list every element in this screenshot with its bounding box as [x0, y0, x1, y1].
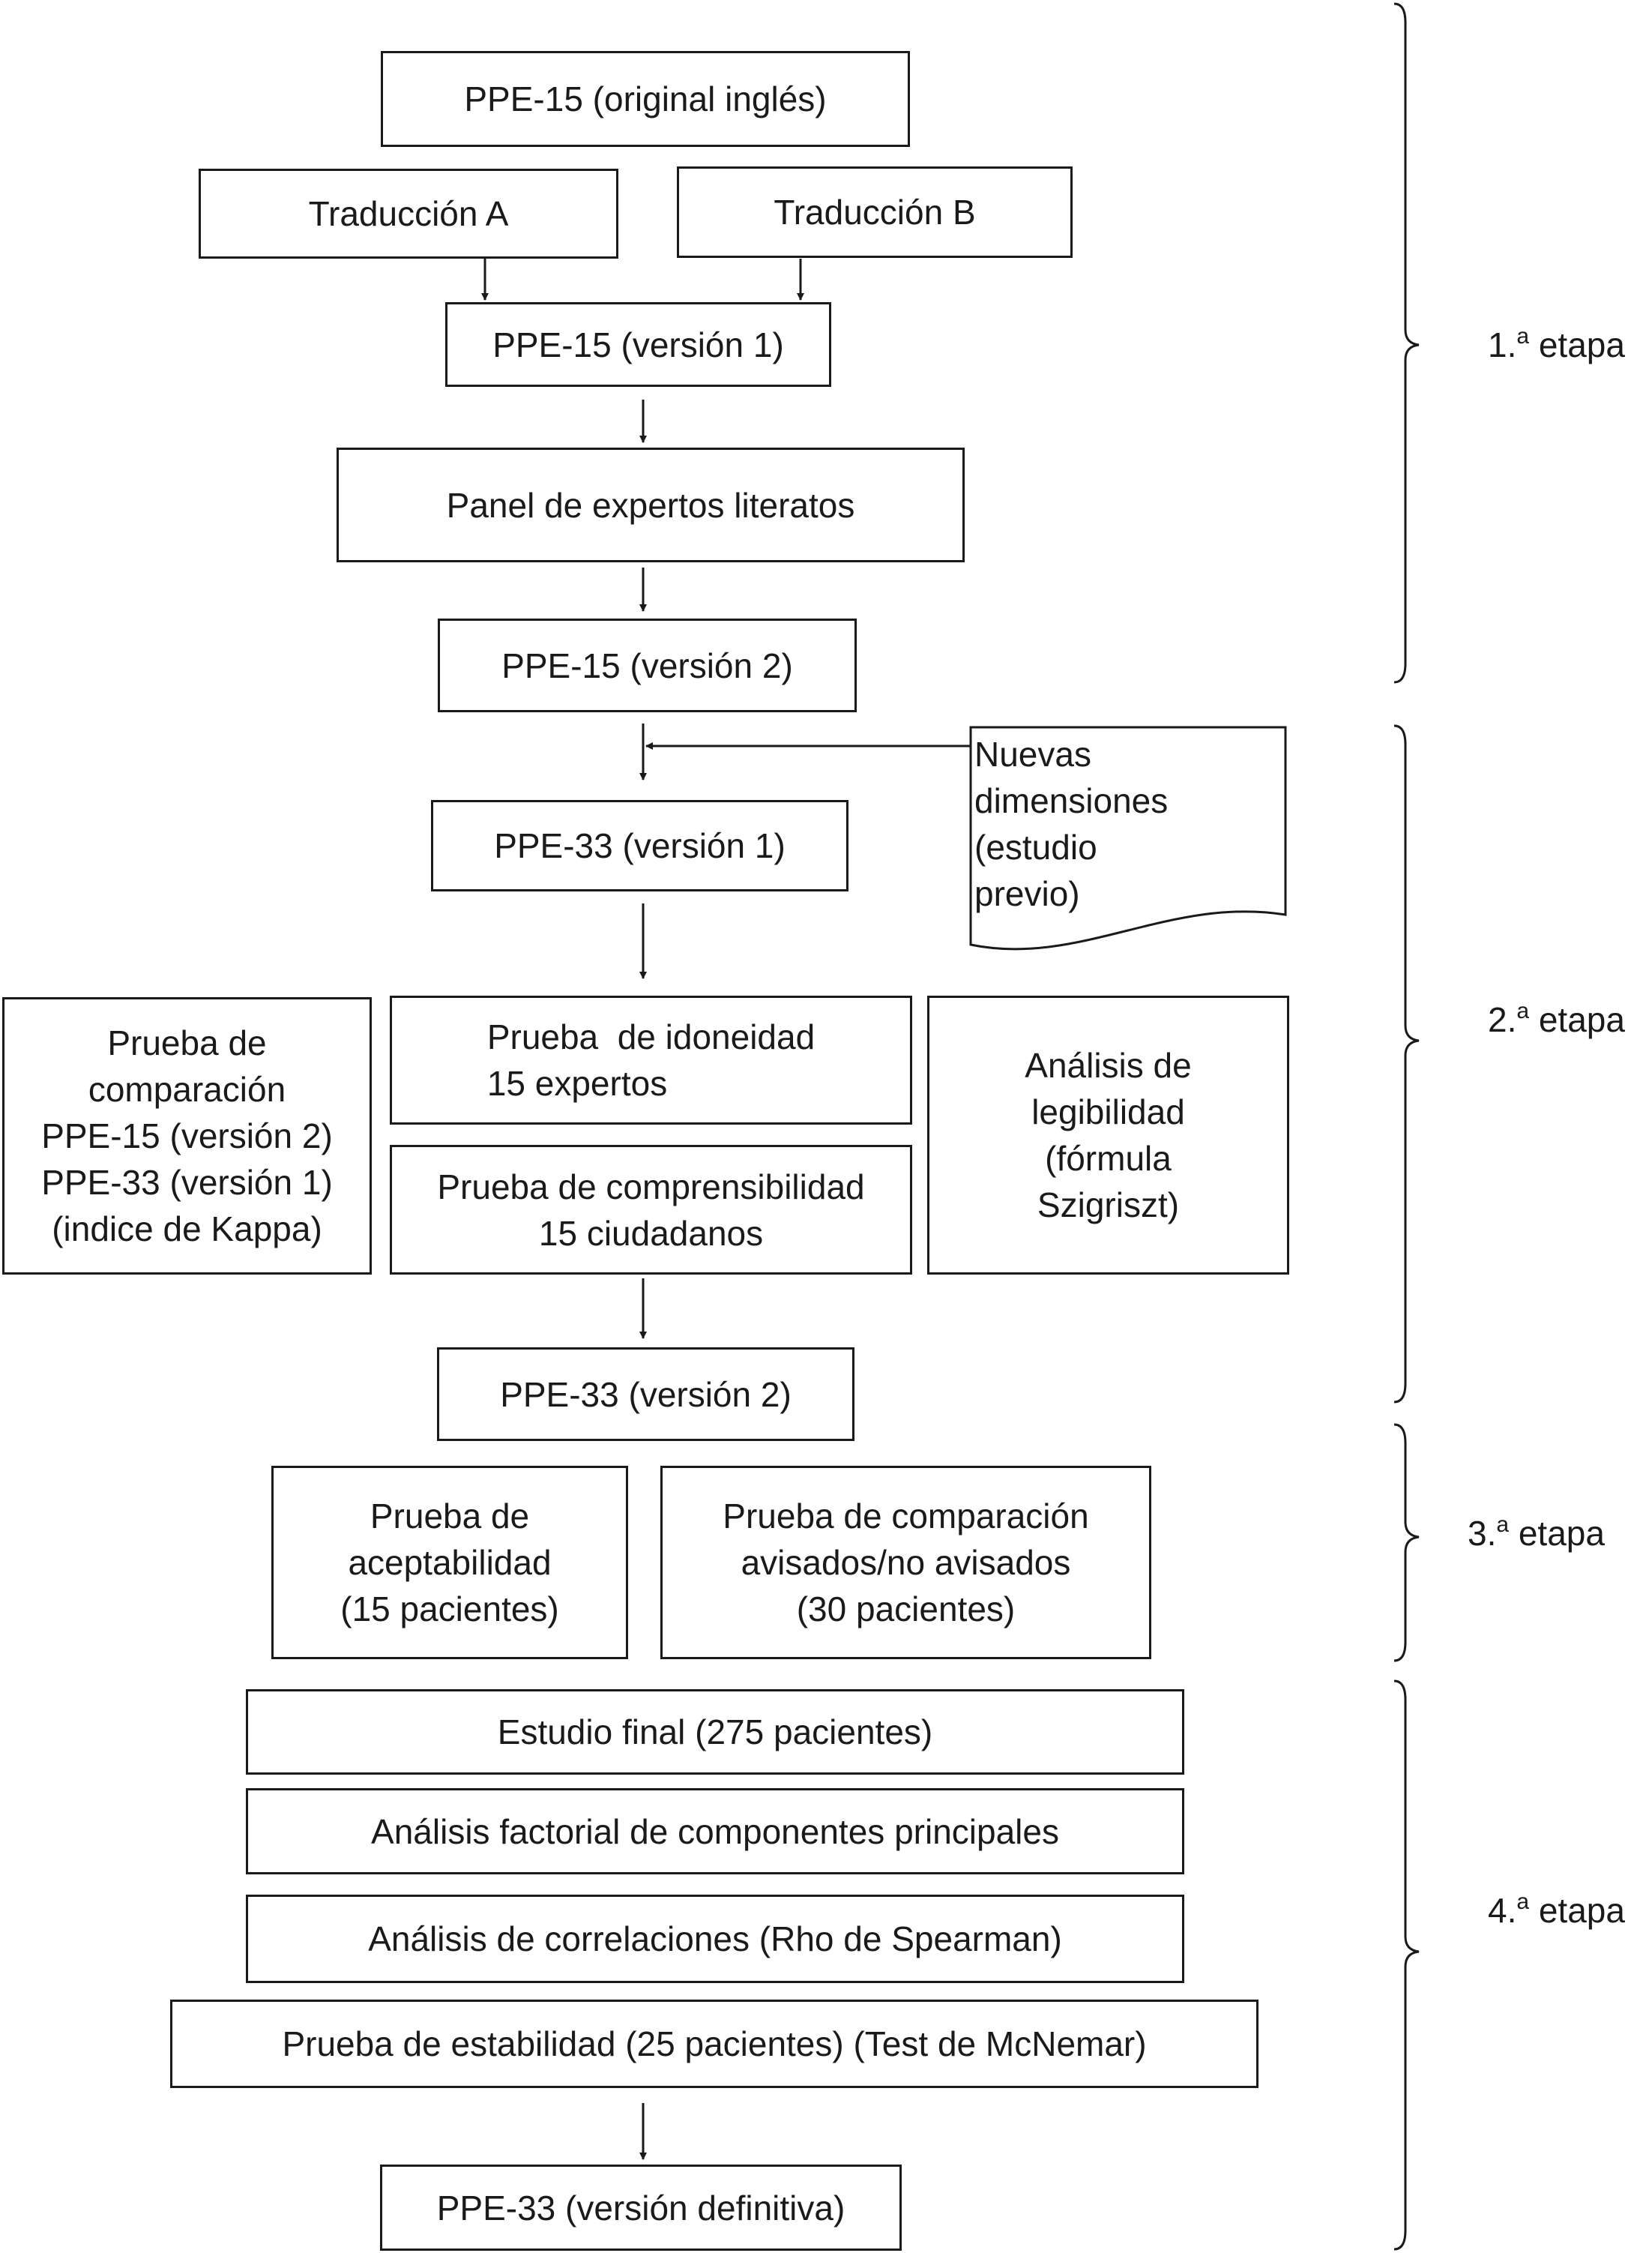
ppe33-definitiva-box: PPE-33 (versión definitiva) — [380, 2165, 902, 2251]
prueba-estabilidad-box: Prueba de estabilidad (25 pacientes) (Te… — [170, 2000, 1258, 2088]
analisis-factorial-label: Análisis factorial de componentes princi… — [371, 1811, 1059, 1851]
stage-2-word: etapa — [1538, 1000, 1625, 1039]
nuevas-line-4: previo) — [974, 874, 1080, 913]
stage-1-label: 1.a etapa — [1488, 324, 1625, 365]
comparacion-line-3: PPE-15 (versión 2) — [41, 1116, 333, 1155]
legibilidad-line-4: Szigriszt) — [1037, 1185, 1180, 1224]
analisis-correlaciones-label: Análisis de correlaciones (Rho de Spearm… — [368, 1919, 1062, 1958]
ppe15-original-box: PPE-15 (original inglés) — [381, 51, 910, 147]
ppe15-v2-box: PPE-15 (versión 2) — [438, 619, 857, 712]
prueba-aceptabilidad-box: Prueba de aceptabilidad (15 pacientes) — [271, 1466, 628, 1659]
idoneidad-line-1: Prueba de idoneidad — [486, 1017, 816, 1056]
ppe15-v2-label: PPE-15 (versión 2) — [501, 646, 793, 685]
ppe15-original-label: PPE-15 (original inglés) — [464, 79, 827, 118]
prueba-comparacion-box: Prueba de comparación PPE-15 (versión 2)… — [2, 997, 372, 1275]
aceptabilidad-line-1: Prueba de — [370, 1497, 530, 1535]
nuevas-dimensiones-document-shape — [969, 726, 1287, 951]
ppe15-v1-label: PPE-15 (versión 1) — [492, 325, 784, 364]
ppe33-v2-box: PPE-33 (versión 2) — [437, 1347, 854, 1441]
nuevas-dimensiones-note: Nuevas dimensiones (estudio previo) — [974, 731, 1285, 917]
panel-expertos-box: Panel de expertos literatos — [337, 448, 965, 562]
analisis-factorial-box: Análisis factorial de componentes princi… — [246, 1788, 1184, 1874]
stage-4-number: 4. — [1488, 1891, 1517, 1930]
avisados-line-1: Prueba de comparación — [723, 1497, 1089, 1535]
nuevas-line-1: Nuevas — [974, 735, 1091, 774]
comparacion-line-5: (indice de Kappa) — [52, 1209, 322, 1248]
ppe33-definitiva-label: PPE-33 (versión definitiva) — [436, 2188, 845, 2228]
stage-2-label: 2.a etapa — [1488, 999, 1625, 1040]
estudio-final-label: Estudio final (275 pacientes) — [497, 1712, 933, 1751]
aceptabilidad-line-2: aceptabilidad — [348, 1543, 552, 1582]
ppe33-v1-box: PPE-33 (versión 1) — [431, 800, 848, 891]
analisis-correlaciones-box: Análisis de correlaciones (Rho de Spearm… — [246, 1895, 1184, 1983]
avisados-line-3: (30 pacientes) — [796, 1589, 1016, 1628]
ppe33-v1-label: PPE-33 (versión 1) — [494, 826, 786, 865]
stage-3-word: etapa — [1518, 1514, 1605, 1553]
comparacion-line-1: Prueba de — [107, 1023, 267, 1062]
analisis-legibilidad-box: Análisis de legibilidad (fórmula Szigris… — [927, 996, 1289, 1275]
traduccion-b-label: Traducción B — [774, 193, 976, 232]
nuevas-line-3: (estudio — [974, 828, 1097, 867]
traduccion-a-box: Traducción A — [199, 169, 618, 259]
idoneidad-line-2: 15 expertos — [486, 1064, 668, 1103]
comparacion-line-2: comparación — [88, 1070, 286, 1109]
stage-2-sup: a — [1516, 999, 1530, 1023]
stage-3-label: 3.a etapa — [1468, 1512, 1605, 1553]
stage-3-number: 3. — [1468, 1514, 1497, 1553]
comprensibilidad-line-1: Prueba de comprensibilidad — [437, 1167, 865, 1206]
legibilidad-line-2: legibilidad — [1031, 1092, 1185, 1131]
legibilidad-line-3: (fórmula — [1045, 1139, 1172, 1178]
stage-1-number: 1. — [1488, 325, 1517, 364]
ppe33-v2-label: PPE-33 (versión 2) — [500, 1374, 792, 1414]
stage-4-label: 4.a etapa — [1488, 1889, 1625, 1931]
traduccion-a-label: Traducción A — [308, 194, 509, 233]
panel-expertos-label: Panel de expertos literatos — [446, 485, 855, 525]
stage-4-brace — [1393, 1679, 1420, 2251]
prueba-comprensibilidad-box: Prueba de comprensibilidad 15 ciudadanos — [390, 1145, 912, 1275]
stage-1-word: etapa — [1538, 325, 1625, 364]
stage-1-sup: a — [1516, 324, 1530, 349]
ppe15-v1-box: PPE-15 (versión 1) — [445, 302, 831, 387]
stage-3-brace — [1393, 1423, 1420, 1662]
legibilidad-line-1: Análisis de — [1025, 1046, 1192, 1085]
stage-4-word: etapa — [1538, 1891, 1625, 1930]
stage-2-brace — [1393, 724, 1420, 1404]
traduccion-b-box: Traducción B — [677, 166, 1073, 258]
comparacion-line-4: PPE-33 (versión 1) — [41, 1163, 333, 1202]
prueba-avisados-box: Prueba de comparación avisados/no avisad… — [660, 1466, 1151, 1659]
comprensibilidad-line-2: 15 ciudadanos — [538, 1213, 764, 1253]
stage-2-number: 2. — [1488, 1000, 1517, 1039]
stage-1-brace — [1393, 2, 1420, 684]
prueba-estabilidad-label: Prueba de estabilidad (25 pacientes) (Te… — [282, 2024, 1147, 2063]
stage-3-sup: a — [1496, 1512, 1510, 1537]
prueba-idoneidad-box: Prueba de idoneidad 15 expertos — [390, 996, 912, 1125]
avisados-line-2: avisados/no avisados — [741, 1543, 1071, 1582]
aceptabilidad-line-3: (15 pacientes) — [340, 1589, 559, 1628]
stage-4-sup: a — [1516, 1889, 1530, 1914]
estudio-final-box: Estudio final (275 pacientes) — [246, 1689, 1184, 1775]
nuevas-line-2: dimensiones — [974, 781, 1169, 820]
